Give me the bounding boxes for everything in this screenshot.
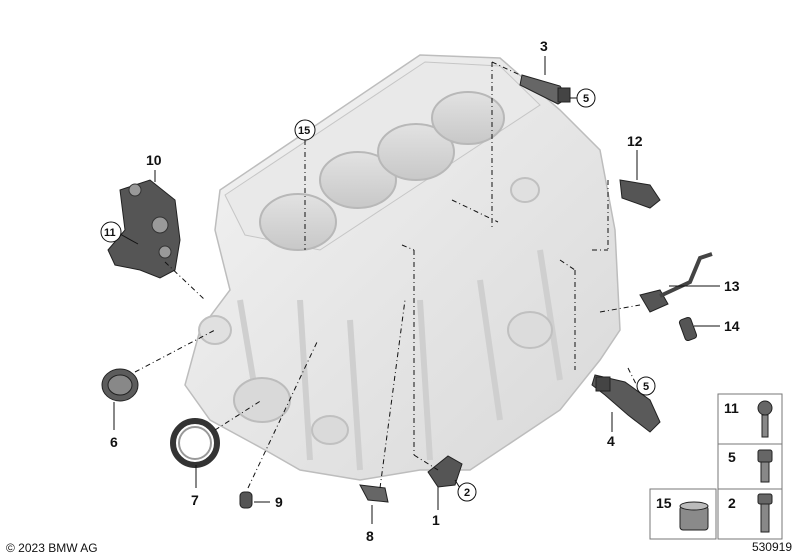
inset-label-5: 5 [728,449,736,465]
callout-5-lower: 5 [636,376,656,396]
part-4-valve [591,374,661,433]
torx-bolt-icon [757,400,773,438]
callout-11-label: 11 [104,227,116,239]
callout-15: 15 [294,119,316,141]
part-10-bracket [107,179,181,279]
sleeve-icon [679,501,709,531]
callout-7: 7 [191,492,199,508]
leader-lines [113,56,720,524]
part-9-dowel [239,491,253,509]
inset-label-11: 11 [724,400,739,416]
callout-15-label: 15 [298,125,310,137]
copyright-notice: © 2023 BMW AG [6,541,98,555]
callout-2-label: 2 [464,487,470,499]
part-8-connector [359,484,389,503]
callout-13: 13 [724,278,740,294]
part-6-plug [101,368,139,402]
callout-14: 14 [724,318,740,334]
fastener-inset: 11 5 15 2 [649,393,783,540]
part-1-sensor [427,455,463,488]
part-3-sensor [519,74,571,105]
part-13-sensor-with-cable [639,252,713,313]
inset-label-2: 2 [728,495,736,511]
callout-12: 12 [627,133,643,149]
callout-8: 8 [366,528,374,544]
callout-4: 4 [607,433,615,449]
cylinder-bore-4 [431,91,505,145]
crankshaft-seal-bore [233,377,291,423]
cylinder-bore-1 [259,193,337,251]
callout-6: 6 [110,434,118,450]
hex-bolt-icon [757,449,773,483]
callout-1: 1 [432,512,440,528]
cylinder-bore-3 [377,123,455,181]
callout-11: 11 [100,221,122,243]
part-7-seal-ring [170,418,220,468]
engine-block [184,54,621,481]
callout-10: 10 [146,152,162,168]
callout-5-upper: 5 [576,88,596,108]
cylinder-bore-2 [319,151,397,209]
callout-2: 2 [457,482,477,502]
inset-label-15: 15 [656,495,672,511]
part-12-sensor [619,179,661,209]
part-14-clip [678,316,698,342]
callout-3: 3 [540,38,548,54]
callout-5-upper-label: 5 [583,93,589,105]
callout-9: 9 [275,494,283,510]
stud-bolt-icon [757,493,773,533]
diagram-id: 530919 [751,540,792,554]
callout-5-lower-label: 5 [643,381,649,393]
